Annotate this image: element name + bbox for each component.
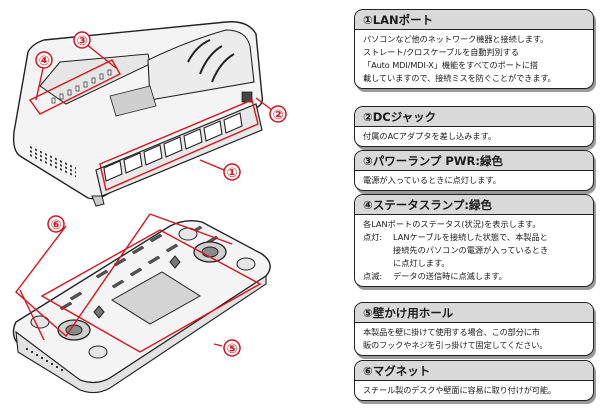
panel-title: ③パワーランプ PWR:緑色 [355,151,593,171]
panel-lan-port: ①LANポート パソコンなど他のネットワーク機器と接続します。 ストレート/クロ… [354,9,594,89]
panel-text: 接続先のパソコンの電源が入っているとき [393,245,549,255]
panel-power-lamp: ③パワーランプ PWR:緑色 電源が入っているときに点灯します。 [354,150,594,191]
callout-2: ② [272,108,283,123]
callout-1: ① [226,166,237,181]
status-key-on: 点灯: [363,232,383,242]
panel-title: ⑤壁かけ用ホール [355,303,593,323]
panel-title: ①LANポート [355,10,593,30]
switch-bottom-view [12,219,271,394]
panel-text: 載していますので、接続ミスを防ぐことができます。 [363,73,556,83]
panel-magnet: ⑥マグネット スチール製のデスクや壁面に容易に取り付けが可能。 [354,360,594,401]
callout-6: ⑥ [50,218,61,233]
panel-text: に点灯します。 [393,258,450,268]
switch-top-view [12,21,264,207]
panel-text: データの送信時に点滅します。 [393,271,507,281]
panel-text: ストレート/クロスケーブルを自動判別する [363,47,519,57]
panel-text: LANケーブルを接続した状態で、本製品と [393,232,548,242]
callout-box-status-lamps [28,59,121,115]
panel-text: 本製品を壁に掛けて使用する場合、この部分に市 [363,327,540,337]
panel-status-lamp: ④ステータスランプ:緑色 各LANポートのステータス(状況)を表示します。 点灯… [354,194,594,287]
panel-text: パソコンなど他のネットワーク機器と接続します。 [363,34,549,44]
callout-box-wall-holes [40,229,262,353]
panel-wall-hole: ⑤壁かけ用ホール 本製品を壁に掛けて使用する場合、この部分に市 販のフックやネジ… [354,302,594,356]
callout-5: ⑤ [226,342,237,357]
panel-dc-jack: ②DCジャック 付属のACアダプタを差し込みます。 [354,106,594,147]
product-illustration: ④ ③ ② ① ⑥ ⑤ [12,21,287,394]
callout-box-lan-ports [99,99,259,191]
panel-title: ②DCジャック [355,107,593,127]
panel-text: 販のフックやネジを引っ掛けて固定してください。 [363,340,548,350]
callout-3: ③ [76,34,87,49]
panel-title: ④ステータスランプ:緑色 [355,195,593,215]
panel-text: 付属のACアダプタを差し込みます。 [363,131,497,141]
panel-text: 電源が入っているときに点灯します。 [363,175,501,185]
panel-text: スチール製のデスクや壁面に容易に取り付けが可能。 [363,385,556,395]
panel-text: 各LANポートのステータス(状況)を表示します。 [363,219,541,229]
callout-4: ④ [38,54,49,69]
panel-text: 「Auto MDI/MDI-X」機能をすべてのポートに搭 [363,60,539,70]
status-key-blink: 点滅: [363,271,383,281]
panel-title: ⑥マグネット [355,361,593,381]
